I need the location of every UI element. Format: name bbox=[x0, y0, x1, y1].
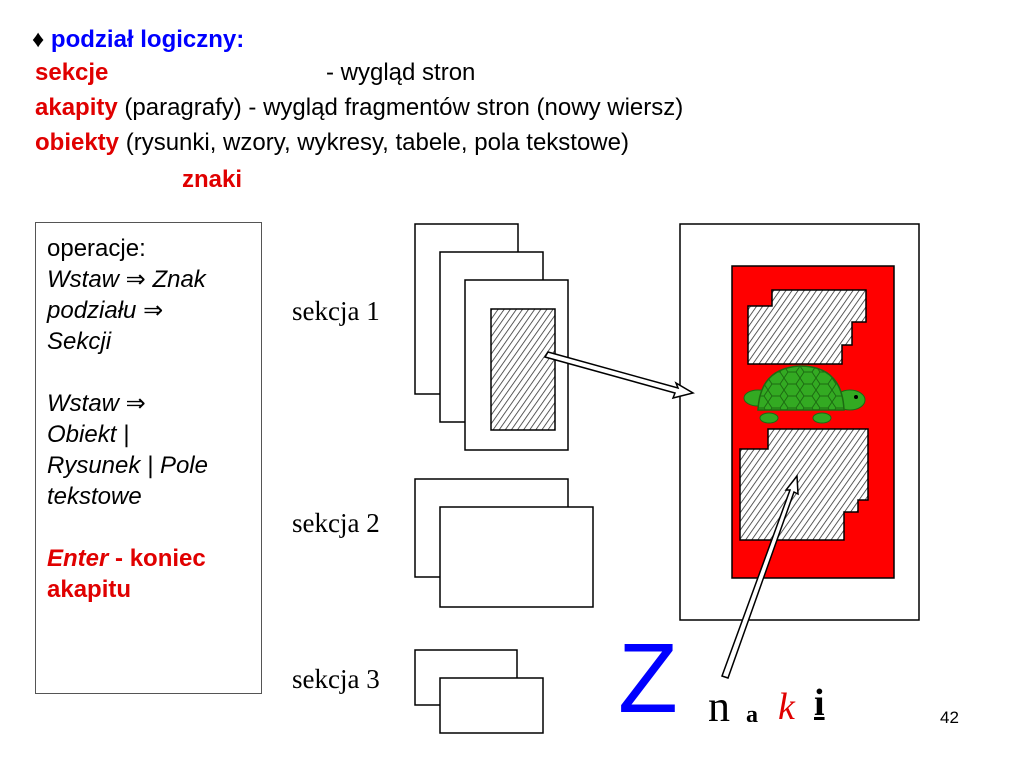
znaki-sample: Z n a k i bbox=[618, 628, 838, 738]
ops-wstaw-2: Wstaw bbox=[47, 390, 119, 417]
section-2-pages bbox=[414, 478, 594, 608]
section-1-pages bbox=[414, 223, 569, 451]
zoomed-page bbox=[679, 223, 920, 621]
title-text: podział logiczny: bbox=[50, 26, 245, 53]
ops-line-4: Wstaw ⇒ bbox=[47, 388, 255, 419]
ops-title: operacje: bbox=[47, 235, 146, 262]
arrow-character-icon bbox=[721, 473, 799, 679]
row-znaki: znaki bbox=[182, 165, 242, 195]
implies-arrow-icon: ⇒ bbox=[143, 297, 164, 324]
section-label-3: sekcja 3 bbox=[292, 664, 380, 694]
term-sekcje: sekcje bbox=[35, 59, 109, 86]
row-obiekty: obiekty (rysunki, wzory, wykresy, tabele… bbox=[35, 128, 629, 158]
ops-line-1: Wstaw ⇒ Znak bbox=[47, 264, 255, 295]
ops-wstaw-1: Wstaw bbox=[47, 266, 119, 293]
hatched-text-block bbox=[747, 289, 867, 365]
operations-box: operacje: Wstaw ⇒ Znak podziału ⇒ Sekcji… bbox=[35, 222, 262, 694]
row-sekcje: sekcje bbox=[35, 58, 108, 88]
char-z: Z bbox=[618, 623, 678, 733]
desc-obiekty: (rysunki, wzory, wykresy, tabele, pola t… bbox=[125, 129, 629, 156]
row-sekcje-desc: - wygląd stron bbox=[326, 58, 475, 88]
term-obiekty: obiekty bbox=[35, 129, 120, 156]
section-label-1: sekcja 1 bbox=[292, 296, 380, 326]
term-akapity: akapity bbox=[35, 94, 118, 121]
page-number: 42 bbox=[940, 708, 959, 727]
ops-line-7: tekstowe bbox=[47, 483, 142, 510]
implies-arrow-icon: ⇒ bbox=[125, 390, 146, 417]
char-k: k bbox=[778, 686, 795, 728]
ops-podzialu: podziału bbox=[47, 297, 137, 324]
hatched-text-block bbox=[739, 428, 869, 541]
char-n: n bbox=[708, 682, 730, 731]
ops-line-6: Rysunek | Pole bbox=[47, 452, 208, 479]
bullet-icon: ♦ bbox=[32, 26, 45, 53]
implies-arrow-icon: ⇒ bbox=[125, 266, 146, 293]
page-shape bbox=[439, 677, 544, 734]
ops-enter-rest: - koniec bbox=[115, 545, 206, 572]
ops-line-3: Sekcji bbox=[47, 328, 112, 355]
ops-enter-key: Enter bbox=[47, 545, 109, 572]
desc-sekcje: - wygląd stron bbox=[326, 59, 476, 86]
section-label-2: sekcja 2 bbox=[292, 508, 380, 538]
ops-line-5: Obiekt | bbox=[47, 421, 130, 448]
desc-akapity: (paragrafy) - wygląd fragmentów stron (n… bbox=[124, 94, 684, 121]
ops-line-2: podziału ⇒ bbox=[47, 295, 255, 326]
char-i: i bbox=[814, 682, 825, 724]
arrow-paragraph-icon bbox=[543, 351, 695, 400]
slide-title: ♦ podział logiczny: bbox=[32, 25, 244, 55]
char-a: a bbox=[746, 702, 758, 728]
page-shape bbox=[439, 506, 594, 608]
ops-enter-line-2: akapitu bbox=[47, 576, 132, 603]
hatched-paragraph bbox=[490, 308, 556, 431]
section-3-pages bbox=[414, 649, 544, 734]
turtle-icon bbox=[743, 365, 866, 424]
term-znaki: znaki bbox=[182, 166, 243, 193]
row-akapity: akapity (paragrafy) - wygląd fragmentów … bbox=[35, 93, 683, 123]
ops-enter-line: Enter - koniec bbox=[47, 543, 255, 574]
ops-znak: Znak bbox=[152, 266, 206, 293]
